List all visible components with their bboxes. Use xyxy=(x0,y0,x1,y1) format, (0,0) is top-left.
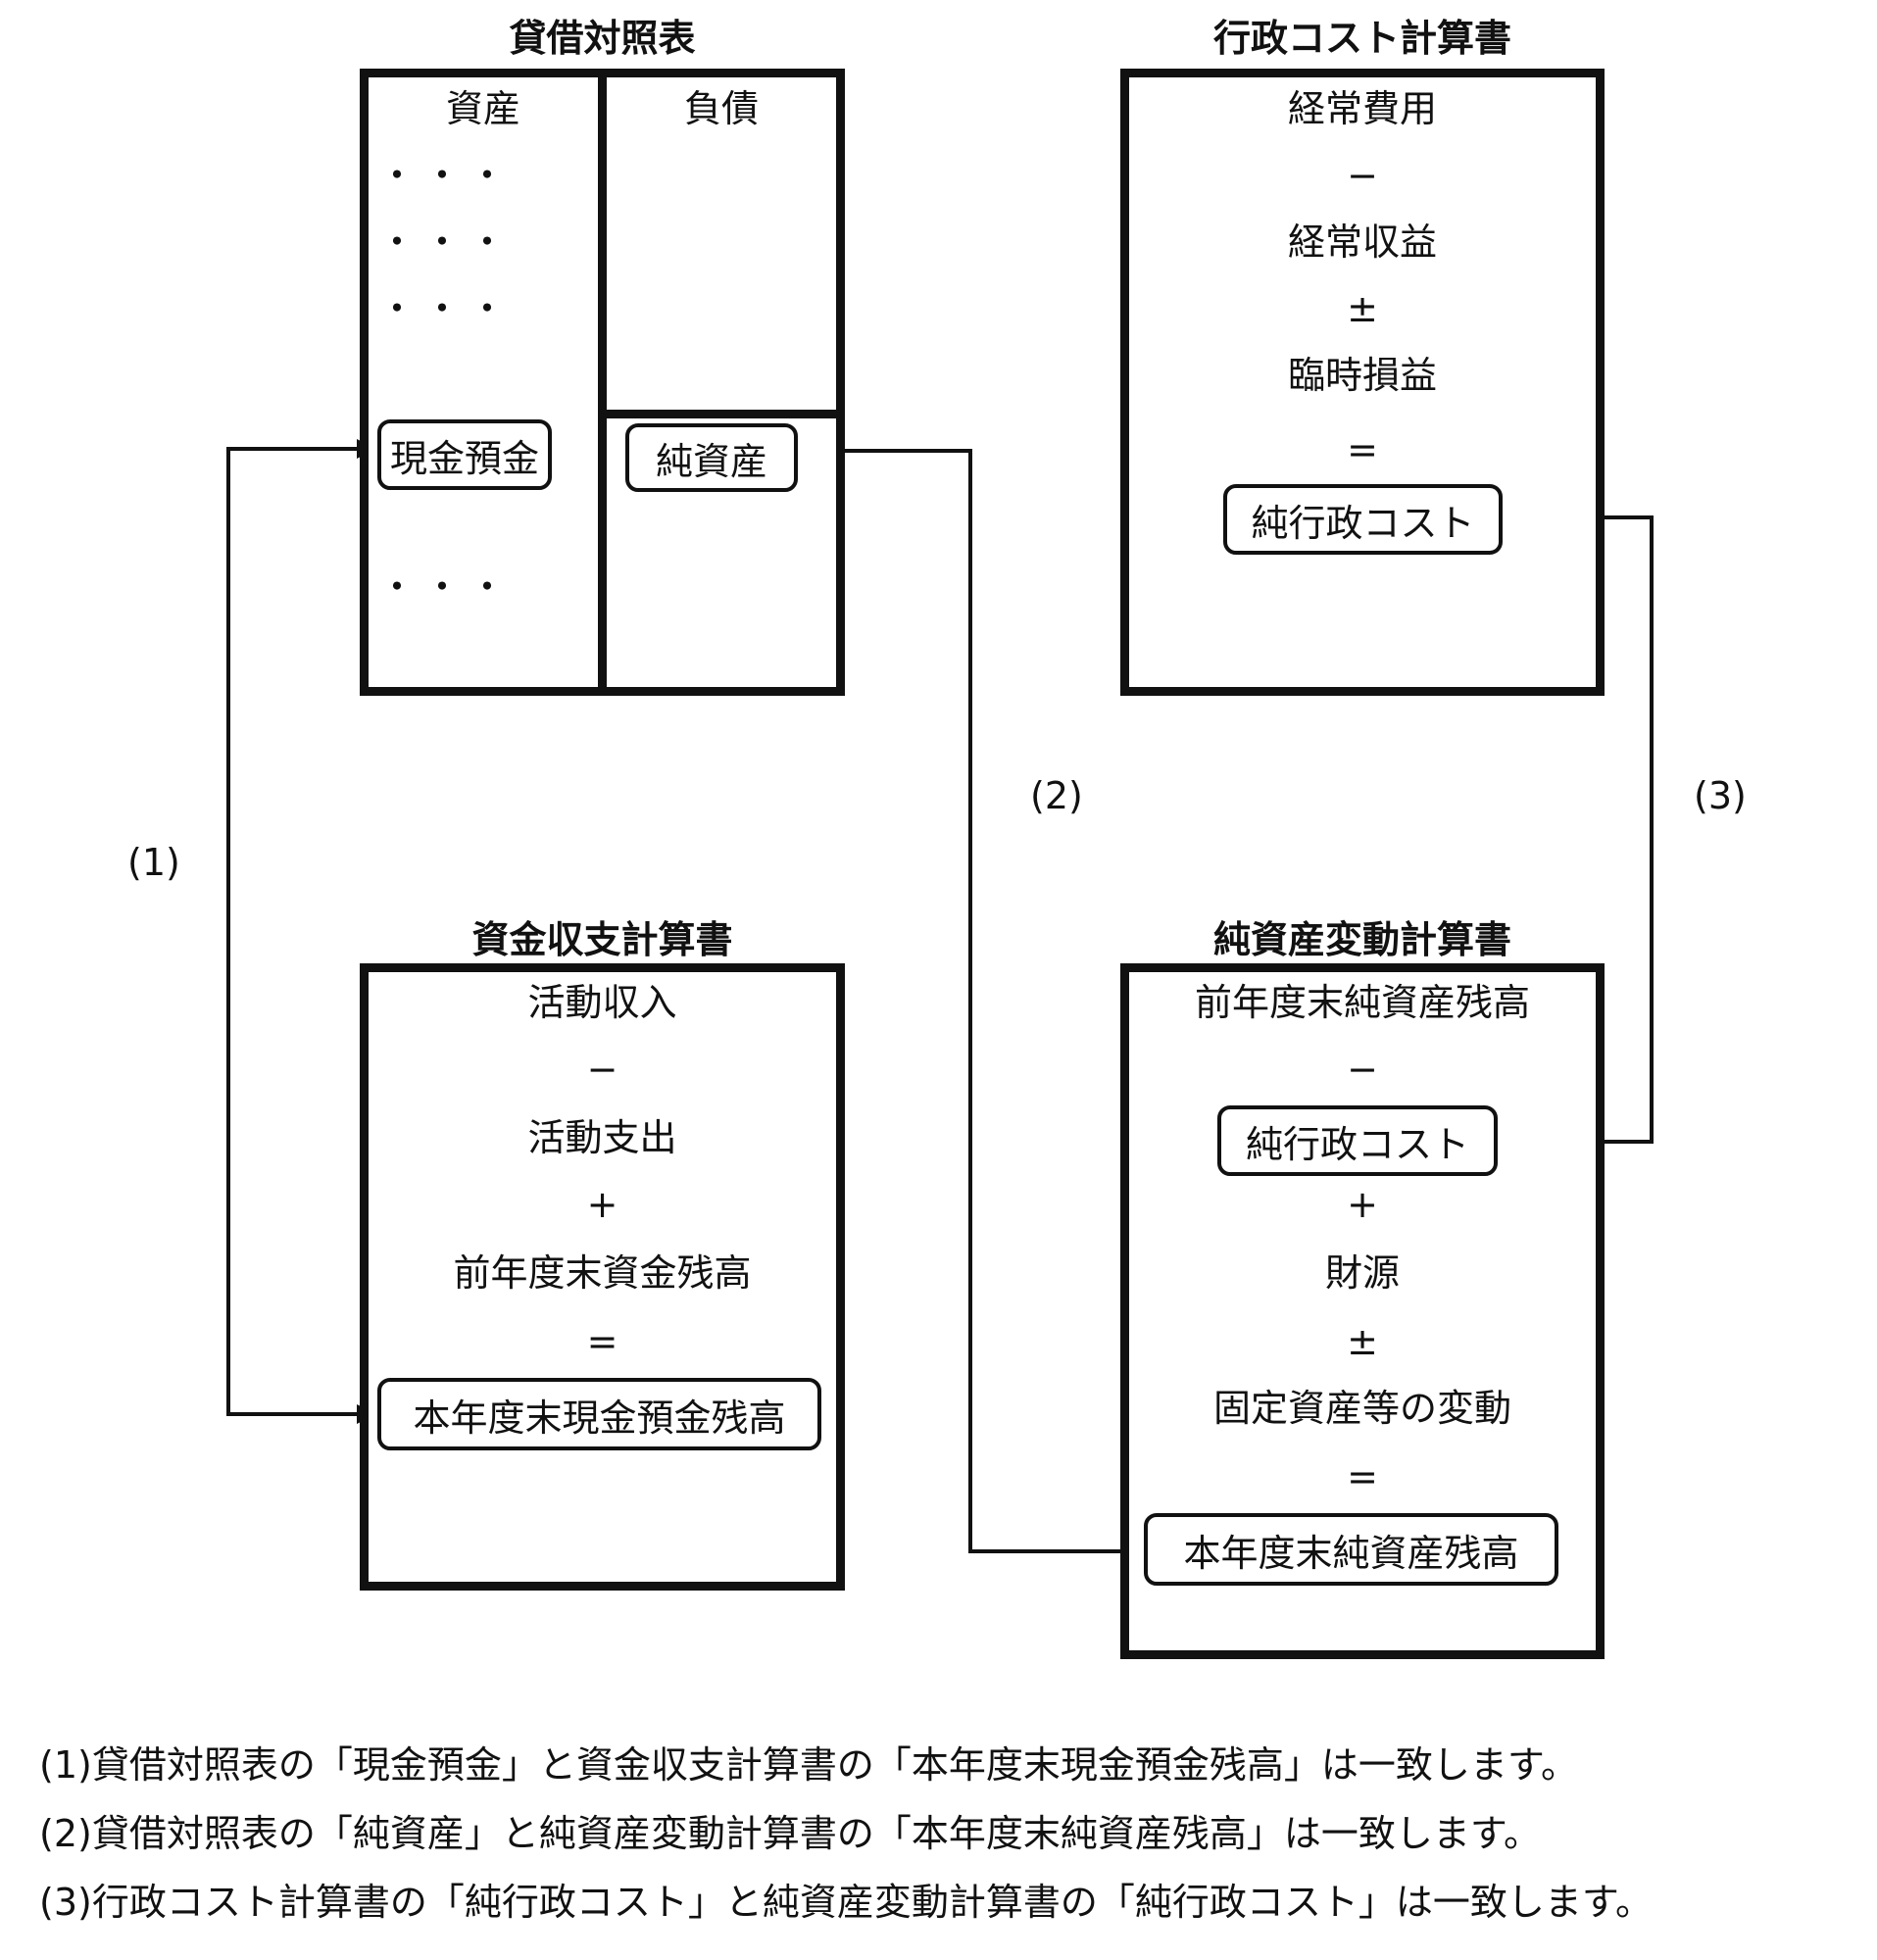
balance-sheet-title: 貸借対照表 xyxy=(509,17,696,60)
year-end-net-assets-box: 本年度末純資産残高 xyxy=(1144,1513,1558,1586)
link-1-label: (1) xyxy=(127,841,180,884)
ellipsis-4: ・・・ xyxy=(378,565,515,609)
activity-expenditure: 活動支出 xyxy=(527,1116,677,1159)
net-assets-box: 純資産 xyxy=(625,423,798,492)
prior-year-net-assets: 前年度末純資産残高 xyxy=(1194,981,1530,1024)
fixed-asset-changes: 固定資産等の変動 xyxy=(1212,1387,1511,1430)
financial-resources: 財源 xyxy=(1324,1251,1400,1295)
assets-header: 資産 xyxy=(445,87,520,130)
note-2: (2)貸借対照表の「純資産」と純資産変動計算書の「本年度末純資産残高」は一致しま… xyxy=(39,1812,1542,1855)
link-2-label: (2) xyxy=(1030,774,1083,817)
cash-flow-box xyxy=(360,963,845,1591)
equals-sign: = xyxy=(1347,1455,1378,1498)
year-end-cash-balance-box: 本年度末現金預金残高 xyxy=(377,1378,821,1450)
equals-sign: = xyxy=(1347,428,1378,471)
ordinary-expenses: 経常費用 xyxy=(1287,87,1437,130)
minus-sign: − xyxy=(1347,1048,1378,1091)
net-asset-change-title: 純資産変動計算書 xyxy=(1212,918,1511,961)
ellipsis-2: ・・・ xyxy=(378,220,515,264)
link-2-arrow xyxy=(790,441,1151,1561)
ellipsis-1: ・・・ xyxy=(378,154,515,197)
note-3: (3)行政コスト計算書の「純行政コスト」と純資産変動計算書の「純行政コスト」は一… xyxy=(39,1881,1654,1924)
net-admin-cost-box: 純行政コスト xyxy=(1217,1105,1498,1176)
admin-cost-box xyxy=(1120,69,1605,696)
net-admin-cost-box: 純行政コスト xyxy=(1223,484,1503,555)
plus-sign: + xyxy=(586,1183,618,1226)
ordinary-revenue: 経常収益 xyxy=(1287,220,1437,264)
admin-cost-title: 行政コスト計算書 xyxy=(1212,17,1511,60)
ellipsis-3: ・・・ xyxy=(378,287,515,330)
activity-income: 活動収入 xyxy=(527,981,677,1024)
cash-flow-title: 資金収支計算書 xyxy=(471,918,733,961)
equals-sign: = xyxy=(586,1320,618,1363)
link-1-arrow xyxy=(226,439,376,1424)
cash-deposits-box: 現金預金 xyxy=(377,419,552,490)
plus-minus-sign: ± xyxy=(1347,1320,1378,1363)
plus-sign: + xyxy=(1347,1183,1378,1226)
liabilities-header: 負債 xyxy=(683,87,759,130)
link-3-label: (3) xyxy=(1694,774,1747,817)
note-1: (1)貸借対照表の「現金預金」と資金収支計算書の「本年度末現金預金残高」は一致し… xyxy=(39,1743,1579,1787)
minus-sign: − xyxy=(586,1048,618,1091)
prior-year-fund-balance: 前年度末資金残高 xyxy=(453,1251,752,1295)
minus-sign: − xyxy=(1347,154,1378,197)
balance-sheet-divider-horizontal xyxy=(598,410,845,418)
plus-minus-sign: ± xyxy=(1347,287,1378,330)
extraordinary-gains-losses: 臨時損益 xyxy=(1287,354,1437,397)
balance-sheet-divider-vertical xyxy=(598,69,607,696)
